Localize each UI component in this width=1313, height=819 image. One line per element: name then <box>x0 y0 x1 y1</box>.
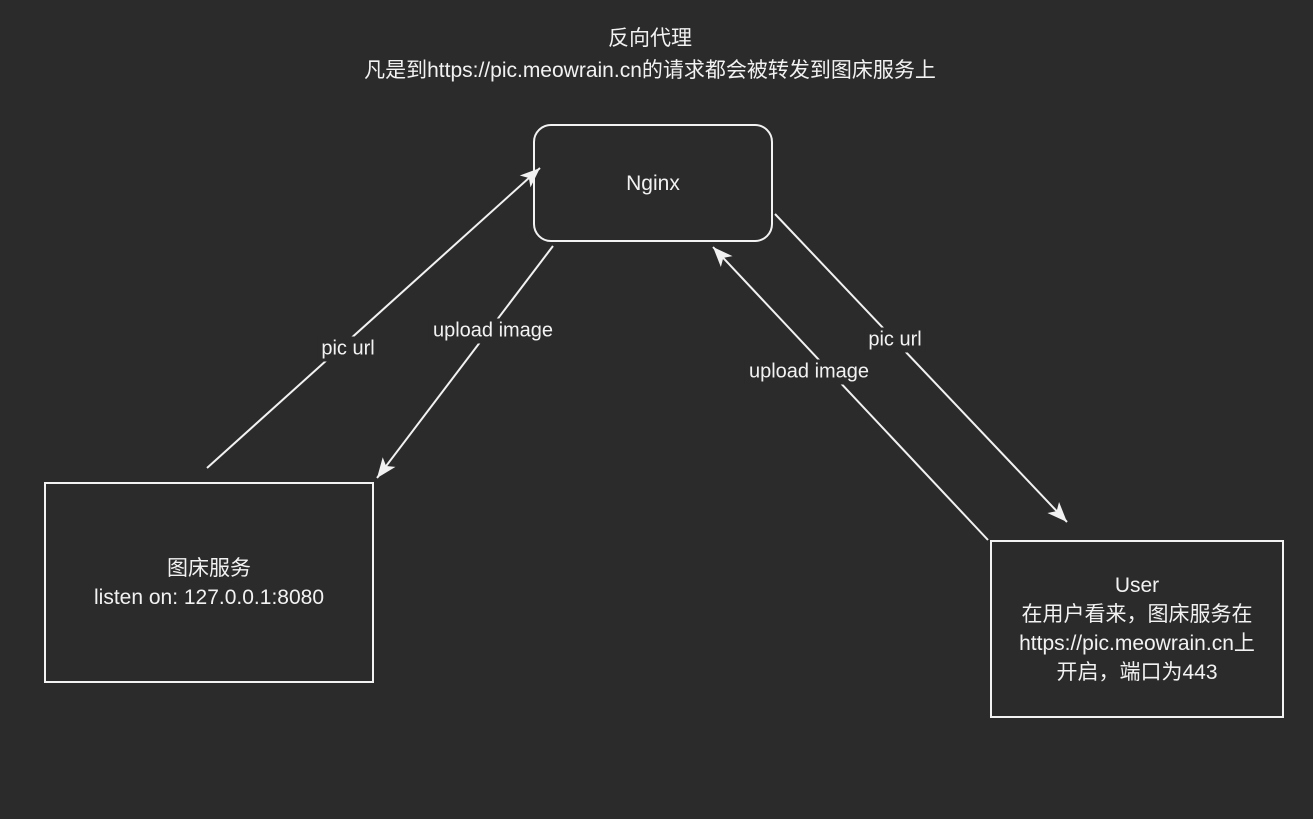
user-line-3: 开启，端口为443 <box>1056 661 1218 684</box>
node-image-host: 图床服务 listen on: 127.0.0.1:8080 <box>44 482 374 683</box>
title-line-1: 反向代理 <box>608 27 692 50</box>
node-nginx: Nginx <box>533 124 773 242</box>
node-user: User 在用户看来，图床服务在 https://pic.meowrain.cn… <box>990 540 1284 718</box>
image-host-listen: listen on: 127.0.0.1:8080 <box>93 585 324 609</box>
edge-pic-url-imagehost-to-nginx <box>206 167 541 469</box>
nginx-label: Nginx <box>626 171 680 195</box>
edge-label-pic-url-right: pic url <box>864 327 926 353</box>
edge-pic-url-nginx-to-user <box>774 213 1068 523</box>
edge-label-pic-url-left: pic url <box>317 336 379 362</box>
title-line-2: 凡是到https://pic.meowrain.cn的请求都会被转发到图床服务上 <box>364 59 936 82</box>
image-host-name: 图床服务 <box>167 556 251 580</box>
edge-upload-image-nginx-to-imagehost <box>376 245 554 479</box>
diagram-title: 反向代理 凡是到https://pic.meowrain.cn的请求都会被转发到… <box>0 23 1300 87</box>
user-name: User <box>1114 574 1160 597</box>
user-line-1: 在用户看来，图床服务在 <box>1021 603 1253 626</box>
edge-upload-image-user-to-nginx <box>712 246 989 541</box>
edge-label-upload-image-right: upload image <box>744 359 874 385</box>
user-line-2: https://pic.meowrain.cn上 <box>1019 632 1255 655</box>
edge-label-upload-image-left: upload image <box>428 318 558 344</box>
